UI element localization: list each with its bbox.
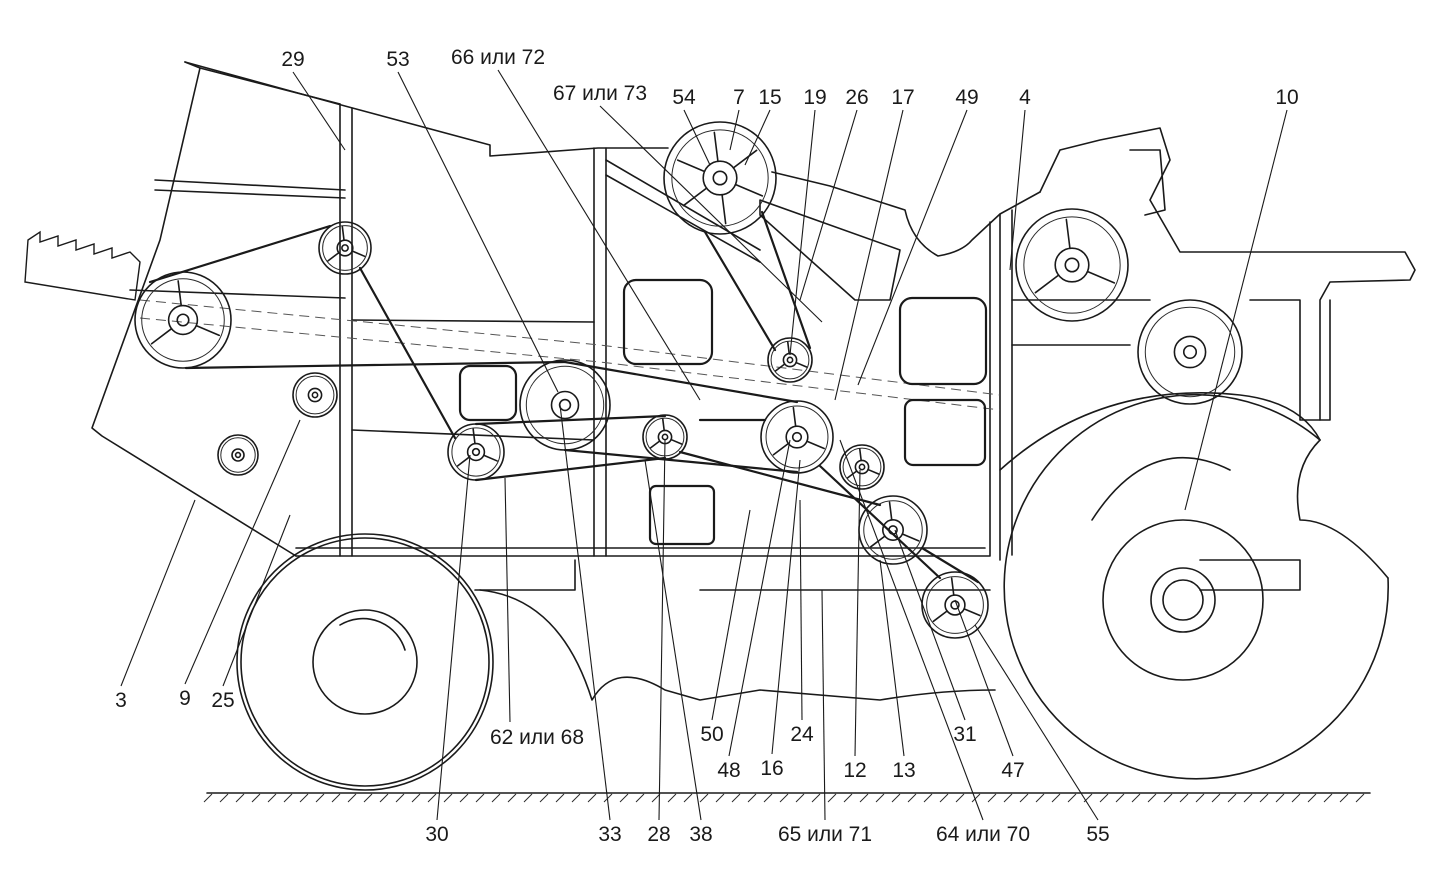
callout-label: 50 (700, 723, 723, 746)
callout-label: 26 (845, 86, 868, 109)
callout-label: 66 или 72 (451, 46, 545, 69)
leader-lines (120, 69, 1288, 821)
callout-labels: 29 53 66 или 72 67 или 73 54 7 15 19 26 … (115, 46, 1299, 846)
callout-label: 55 (1086, 823, 1109, 846)
pulley (134, 271, 232, 369)
callout-label: 3 (115, 689, 127, 712)
callout-label: 12 (843, 759, 866, 782)
callout-label: 25 (211, 689, 234, 712)
callout-label: 28 (647, 823, 670, 846)
feeder-conveyor (24, 230, 141, 301)
callout-label: 4 (1019, 86, 1031, 109)
pulley (447, 423, 505, 481)
pulley (217, 434, 259, 476)
callout-label: 10 (1275, 86, 1298, 109)
pulley (921, 571, 989, 639)
callout-label: 54 (672, 86, 696, 109)
callout-label: 47 (1001, 759, 1024, 782)
callout-label: 53 (386, 48, 409, 71)
pulley (663, 121, 777, 235)
callout-label: 48 (717, 759, 740, 782)
callout-label: 24 (790, 723, 814, 746)
callout-label: 62 или 68 (490, 726, 584, 749)
callout-label: 65 или 71 (778, 823, 872, 846)
pulley (760, 400, 834, 474)
pulley (519, 359, 611, 451)
pulley (292, 372, 338, 418)
callout-label: 30 (425, 823, 448, 846)
drive-belts (148, 210, 980, 584)
callout-label: 33 (598, 823, 621, 846)
inspection-hatches (458, 278, 988, 546)
callout-label: 9 (179, 687, 191, 710)
front-wheel (236, 533, 494, 791)
callout-label: 64 или 70 (936, 823, 1030, 846)
callout-label: 38 (689, 823, 712, 846)
ground-line (203, 792, 1371, 803)
callout-label: 19 (803, 86, 826, 109)
pulley (767, 337, 813, 383)
callout-label: 7 (733, 86, 745, 109)
callout-label: 31 (953, 723, 976, 746)
callout-label: 13 (892, 759, 915, 782)
callout-label: 49 (955, 86, 978, 109)
pulleys (134, 121, 1243, 639)
callout-label: 67 или 73 (553, 82, 647, 105)
pulley (318, 221, 372, 275)
pulley (839, 444, 885, 490)
pulley (1015, 208, 1129, 322)
pulley (858, 495, 928, 565)
callout-label: 16 (760, 757, 783, 780)
callout-label: 17 (891, 86, 914, 109)
machine-body (91, 61, 1416, 701)
pulley (1137, 299, 1243, 405)
rear-wheel (999, 392, 1389, 780)
callout-label: 15 (758, 86, 781, 109)
callout-label: 29 (281, 48, 304, 71)
